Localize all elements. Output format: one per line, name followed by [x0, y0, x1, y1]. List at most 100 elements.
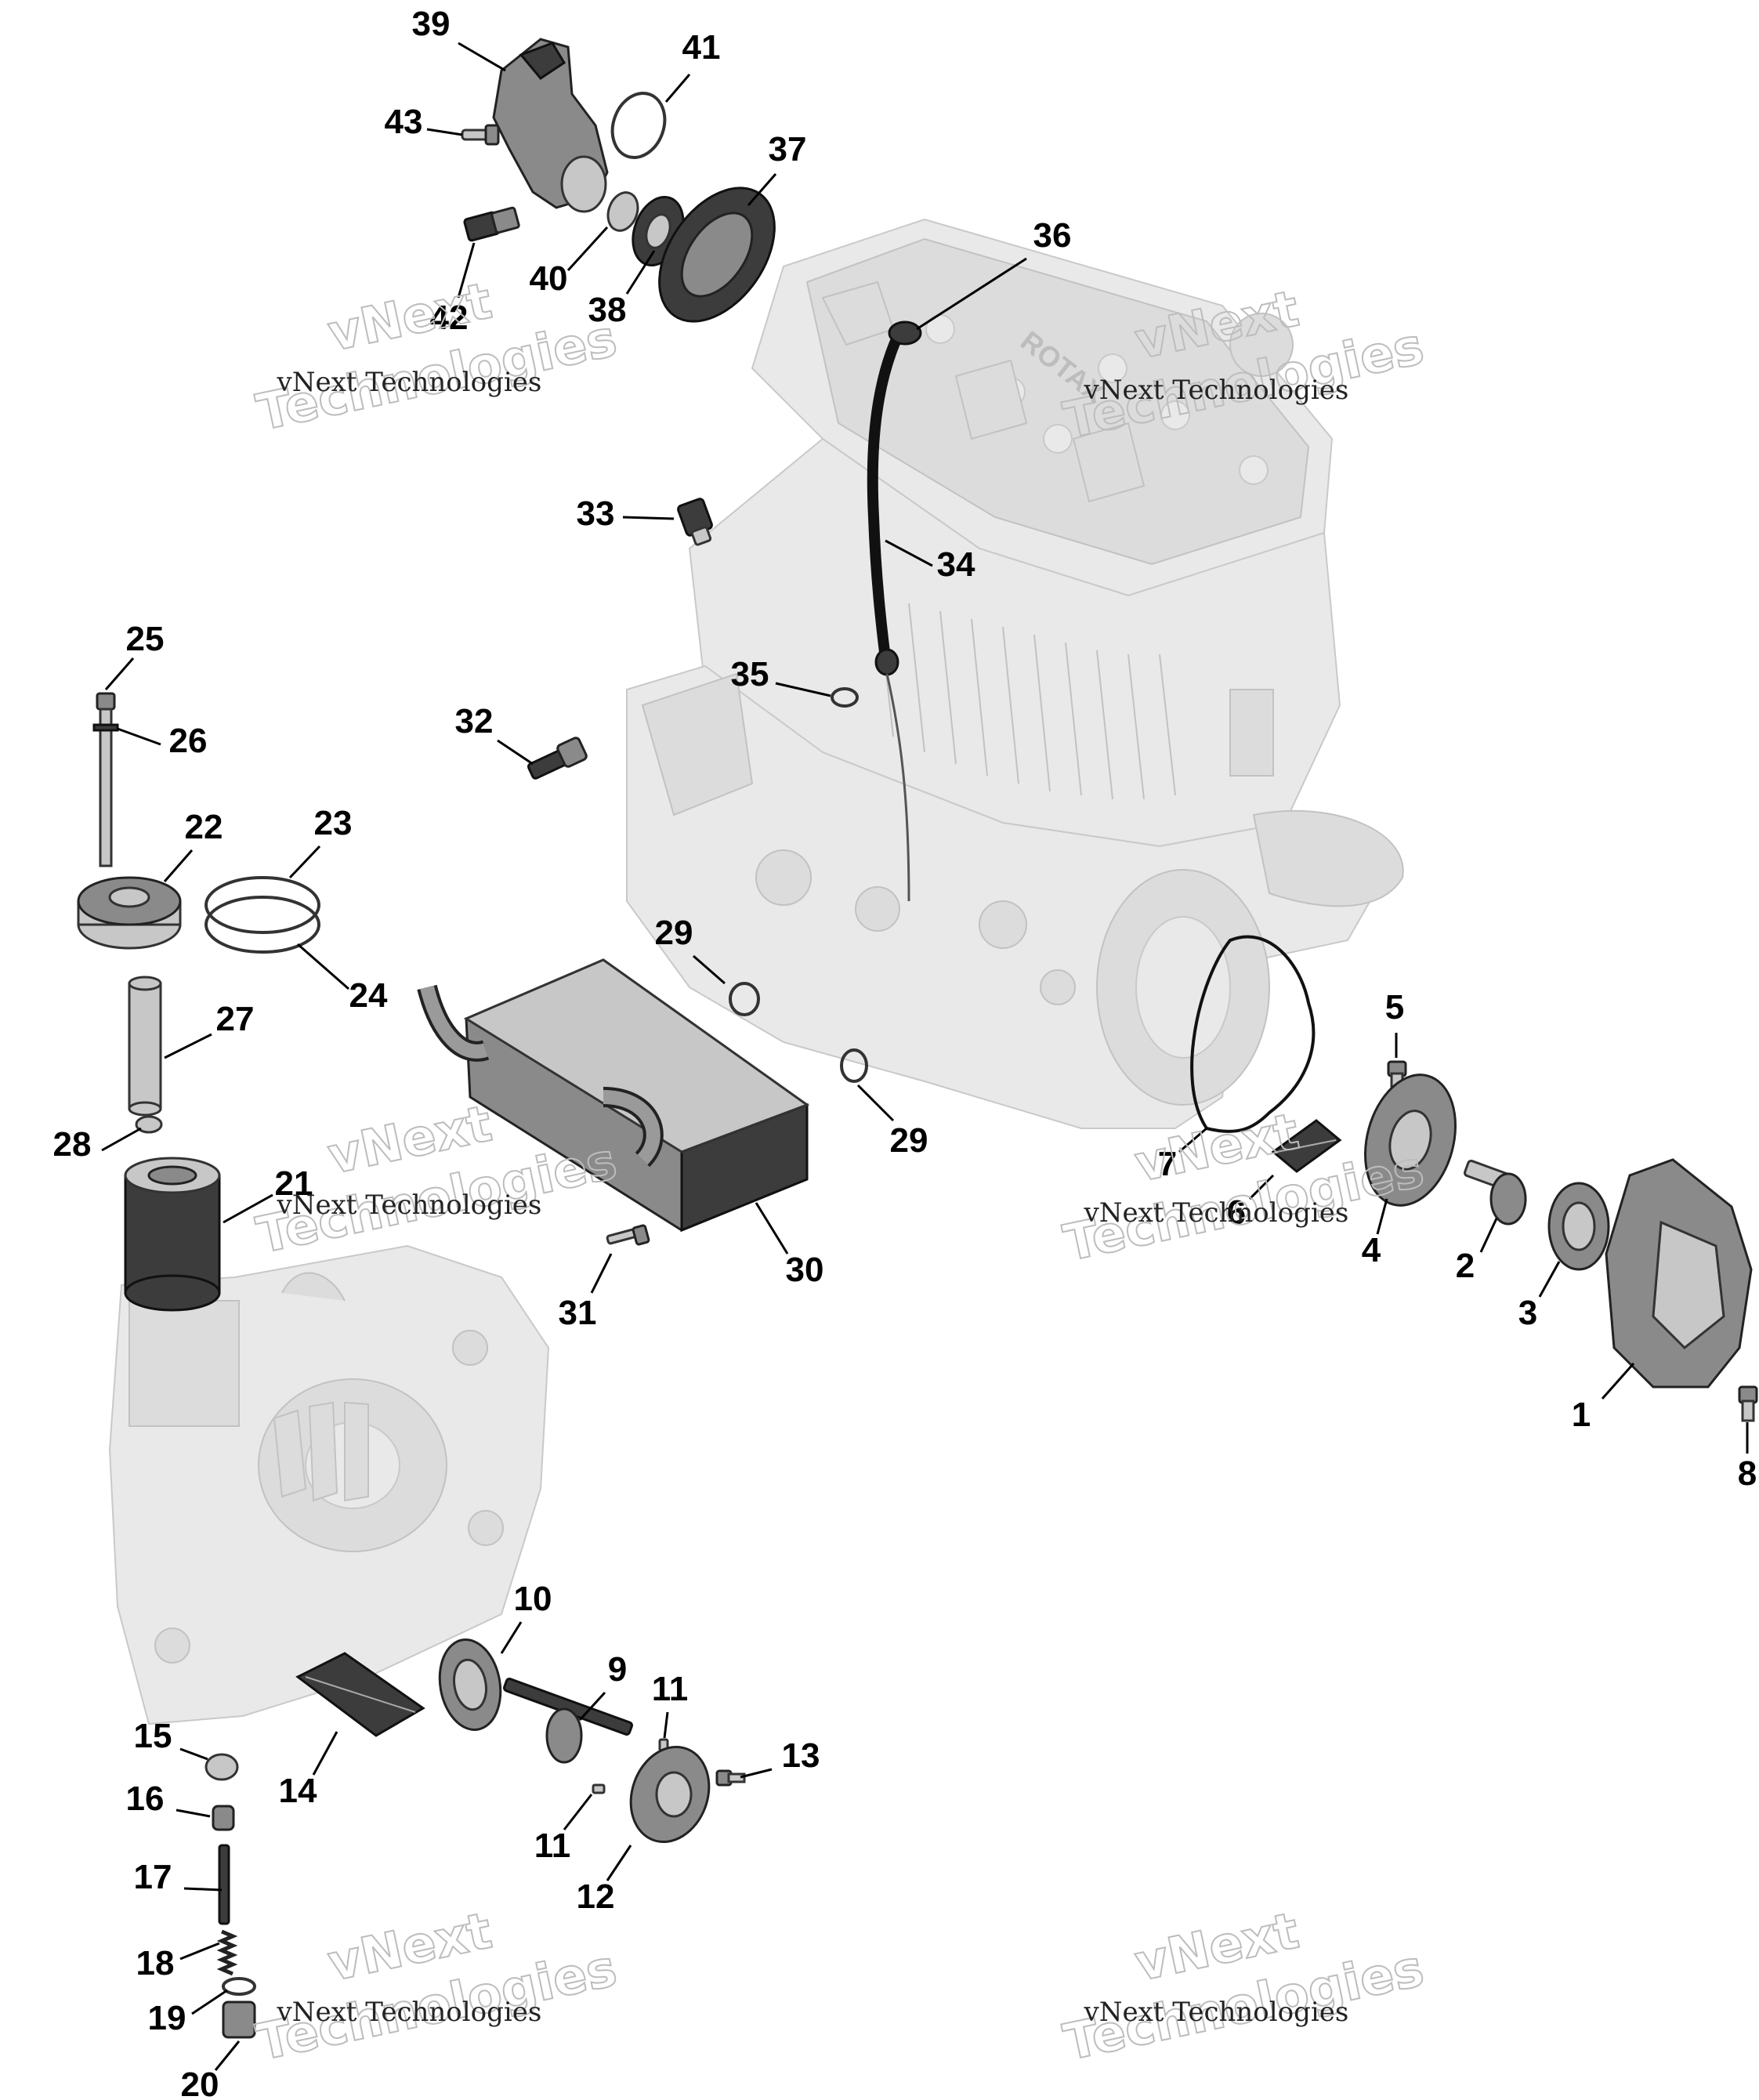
- part-37-cover: [658, 186, 776, 323]
- stator-coil-ghost: [273, 1401, 369, 1502]
- callout-leader-line: [1376, 1198, 1388, 1235]
- part-24-o-ring: [204, 896, 320, 954]
- callout-6: 6: [1227, 1174, 1275, 1232]
- part-43-bolt: [461, 124, 500, 146]
- part-14-screen: [295, 1652, 425, 1737]
- callout-number: 40: [530, 259, 568, 298]
- callout-leader-line: [179, 1942, 220, 1961]
- callout-23: 23: [288, 804, 353, 879]
- part-16-plunger: [212, 1805, 235, 1831]
- part-40-seal: [606, 191, 639, 232]
- callout-41: 41: [664, 28, 720, 103]
- part-2-rotor-shaft: [1464, 1159, 1527, 1226]
- callout-21: 21: [223, 1164, 313, 1224]
- callout-number: 5: [1385, 988, 1404, 1026]
- part-32-pressure-switch: [527, 737, 588, 780]
- part-8-bolt: [1738, 1385, 1758, 1422]
- part-15-cap: [204, 1753, 239, 1781]
- callout-20: 20: [181, 2040, 241, 2100]
- callout-leader-line: [179, 1747, 208, 1761]
- callout-33: 33: [577, 494, 675, 533]
- part-3-outer-rotor: [1547, 1182, 1610, 1271]
- engine-block-ghost: [626, 218, 1404, 1129]
- callout-number: 25: [126, 620, 165, 658]
- callout-leader-line: [1479, 1218, 1498, 1253]
- callout-number: 21: [275, 1164, 313, 1203]
- callout-leader-line: [856, 1084, 895, 1122]
- callout-15: 15: [134, 1717, 208, 1761]
- part-34-dipstick-tube: [867, 320, 922, 902]
- callout-34: 34: [885, 539, 975, 584]
- callout-number: 2: [1456, 1247, 1475, 1285]
- part-42-sensor: [463, 206, 520, 242]
- part-23-o-ring: [204, 876, 320, 934]
- part-25-long-bolt: [96, 692, 116, 867]
- callout-7: 7: [1158, 1127, 1207, 1183]
- part-27-tube: [128, 976, 162, 1117]
- callout-40: 40: [530, 226, 609, 298]
- callout-43: 43: [385, 103, 463, 141]
- magneto-housing-ghost: [108, 1244, 550, 1725]
- part-11-pin-2: [592, 1783, 606, 1794]
- callout-29: 29: [856, 1084, 928, 1160]
- callout-number: 33: [577, 494, 615, 533]
- callout-2: 2: [1456, 1218, 1498, 1285]
- callout-4: 4: [1362, 1198, 1388, 1269]
- callout-leader-line: [458, 42, 506, 72]
- watermark-small: vNext Technologies: [277, 367, 542, 398]
- callout-number: 23: [314, 804, 353, 842]
- callout-leader-line: [563, 1794, 593, 1830]
- watermark-small: vNext Technologies: [1084, 1997, 1349, 2028]
- callout-number: 6: [1227, 1193, 1246, 1232]
- callout-number: 29: [655, 914, 693, 952]
- callout-8: 8: [1738, 1422, 1757, 1493]
- callout-leader-line: [214, 2040, 241, 2071]
- callout-number: 30: [786, 1251, 824, 1289]
- callout-18: 18: [136, 1942, 220, 1982]
- callout-number: 31: [559, 1294, 597, 1332]
- callout-leader-line: [1248, 1174, 1275, 1200]
- callout-leader-line: [101, 1127, 142, 1152]
- callout-leader-line: [312, 1731, 338, 1776]
- callout-leader-line: [663, 1711, 669, 1739]
- callout-9: 9: [578, 1650, 627, 1722]
- callout-leader-line: [191, 1989, 228, 2015]
- callout-1: 1: [1572, 1363, 1635, 1434]
- part-41-o-ring: [610, 92, 667, 159]
- callout-leader-line: [500, 1621, 523, 1654]
- callout-leader-line: [664, 74, 691, 103]
- callout-leader-line: [578, 1691, 606, 1722]
- callout-17: 17: [134, 1858, 223, 1896]
- callout-number: 16: [126, 1780, 165, 1818]
- callout-leader-line: [740, 1768, 773, 1779]
- part-9-pump-shaft: [503, 1678, 633, 1764]
- part-18-spring: [216, 1929, 238, 1976]
- callout-number: 22: [185, 808, 223, 846]
- callout-number: 10: [514, 1580, 552, 1618]
- part-4-pump-plate: [1363, 1074, 1457, 1207]
- callout-number: 35: [731, 655, 769, 693]
- callout-number: 8: [1738, 1454, 1757, 1493]
- callout-number: 12: [577, 1877, 615, 1916]
- callout-number: 13: [782, 1736, 820, 1775]
- callout-leader-line: [606, 1845, 632, 1881]
- part-28-nut: [135, 1115, 163, 1134]
- callout-number: 1: [1572, 1396, 1591, 1434]
- callout-number: 32: [455, 702, 494, 740]
- part-33-sensor: [677, 498, 713, 546]
- callout-number: 7: [1158, 1145, 1177, 1183]
- callout-number: 27: [216, 1000, 255, 1038]
- callout-29: 29: [655, 914, 726, 985]
- callout-leader-line: [497, 739, 534, 766]
- callout-number: 15: [134, 1717, 172, 1755]
- part-7-gasket: [1190, 935, 1316, 1133]
- callout-number: 20: [181, 2066, 219, 2100]
- callout-22: 22: [163, 808, 223, 882]
- callout-30: 30: [755, 1202, 824, 1289]
- callout-27: 27: [164, 1000, 255, 1059]
- callout-leader-line: [1178, 1127, 1207, 1153]
- part-12-pump-cover: [629, 1745, 711, 1844]
- watermark-small: vNext Technologies: [1084, 375, 1349, 406]
